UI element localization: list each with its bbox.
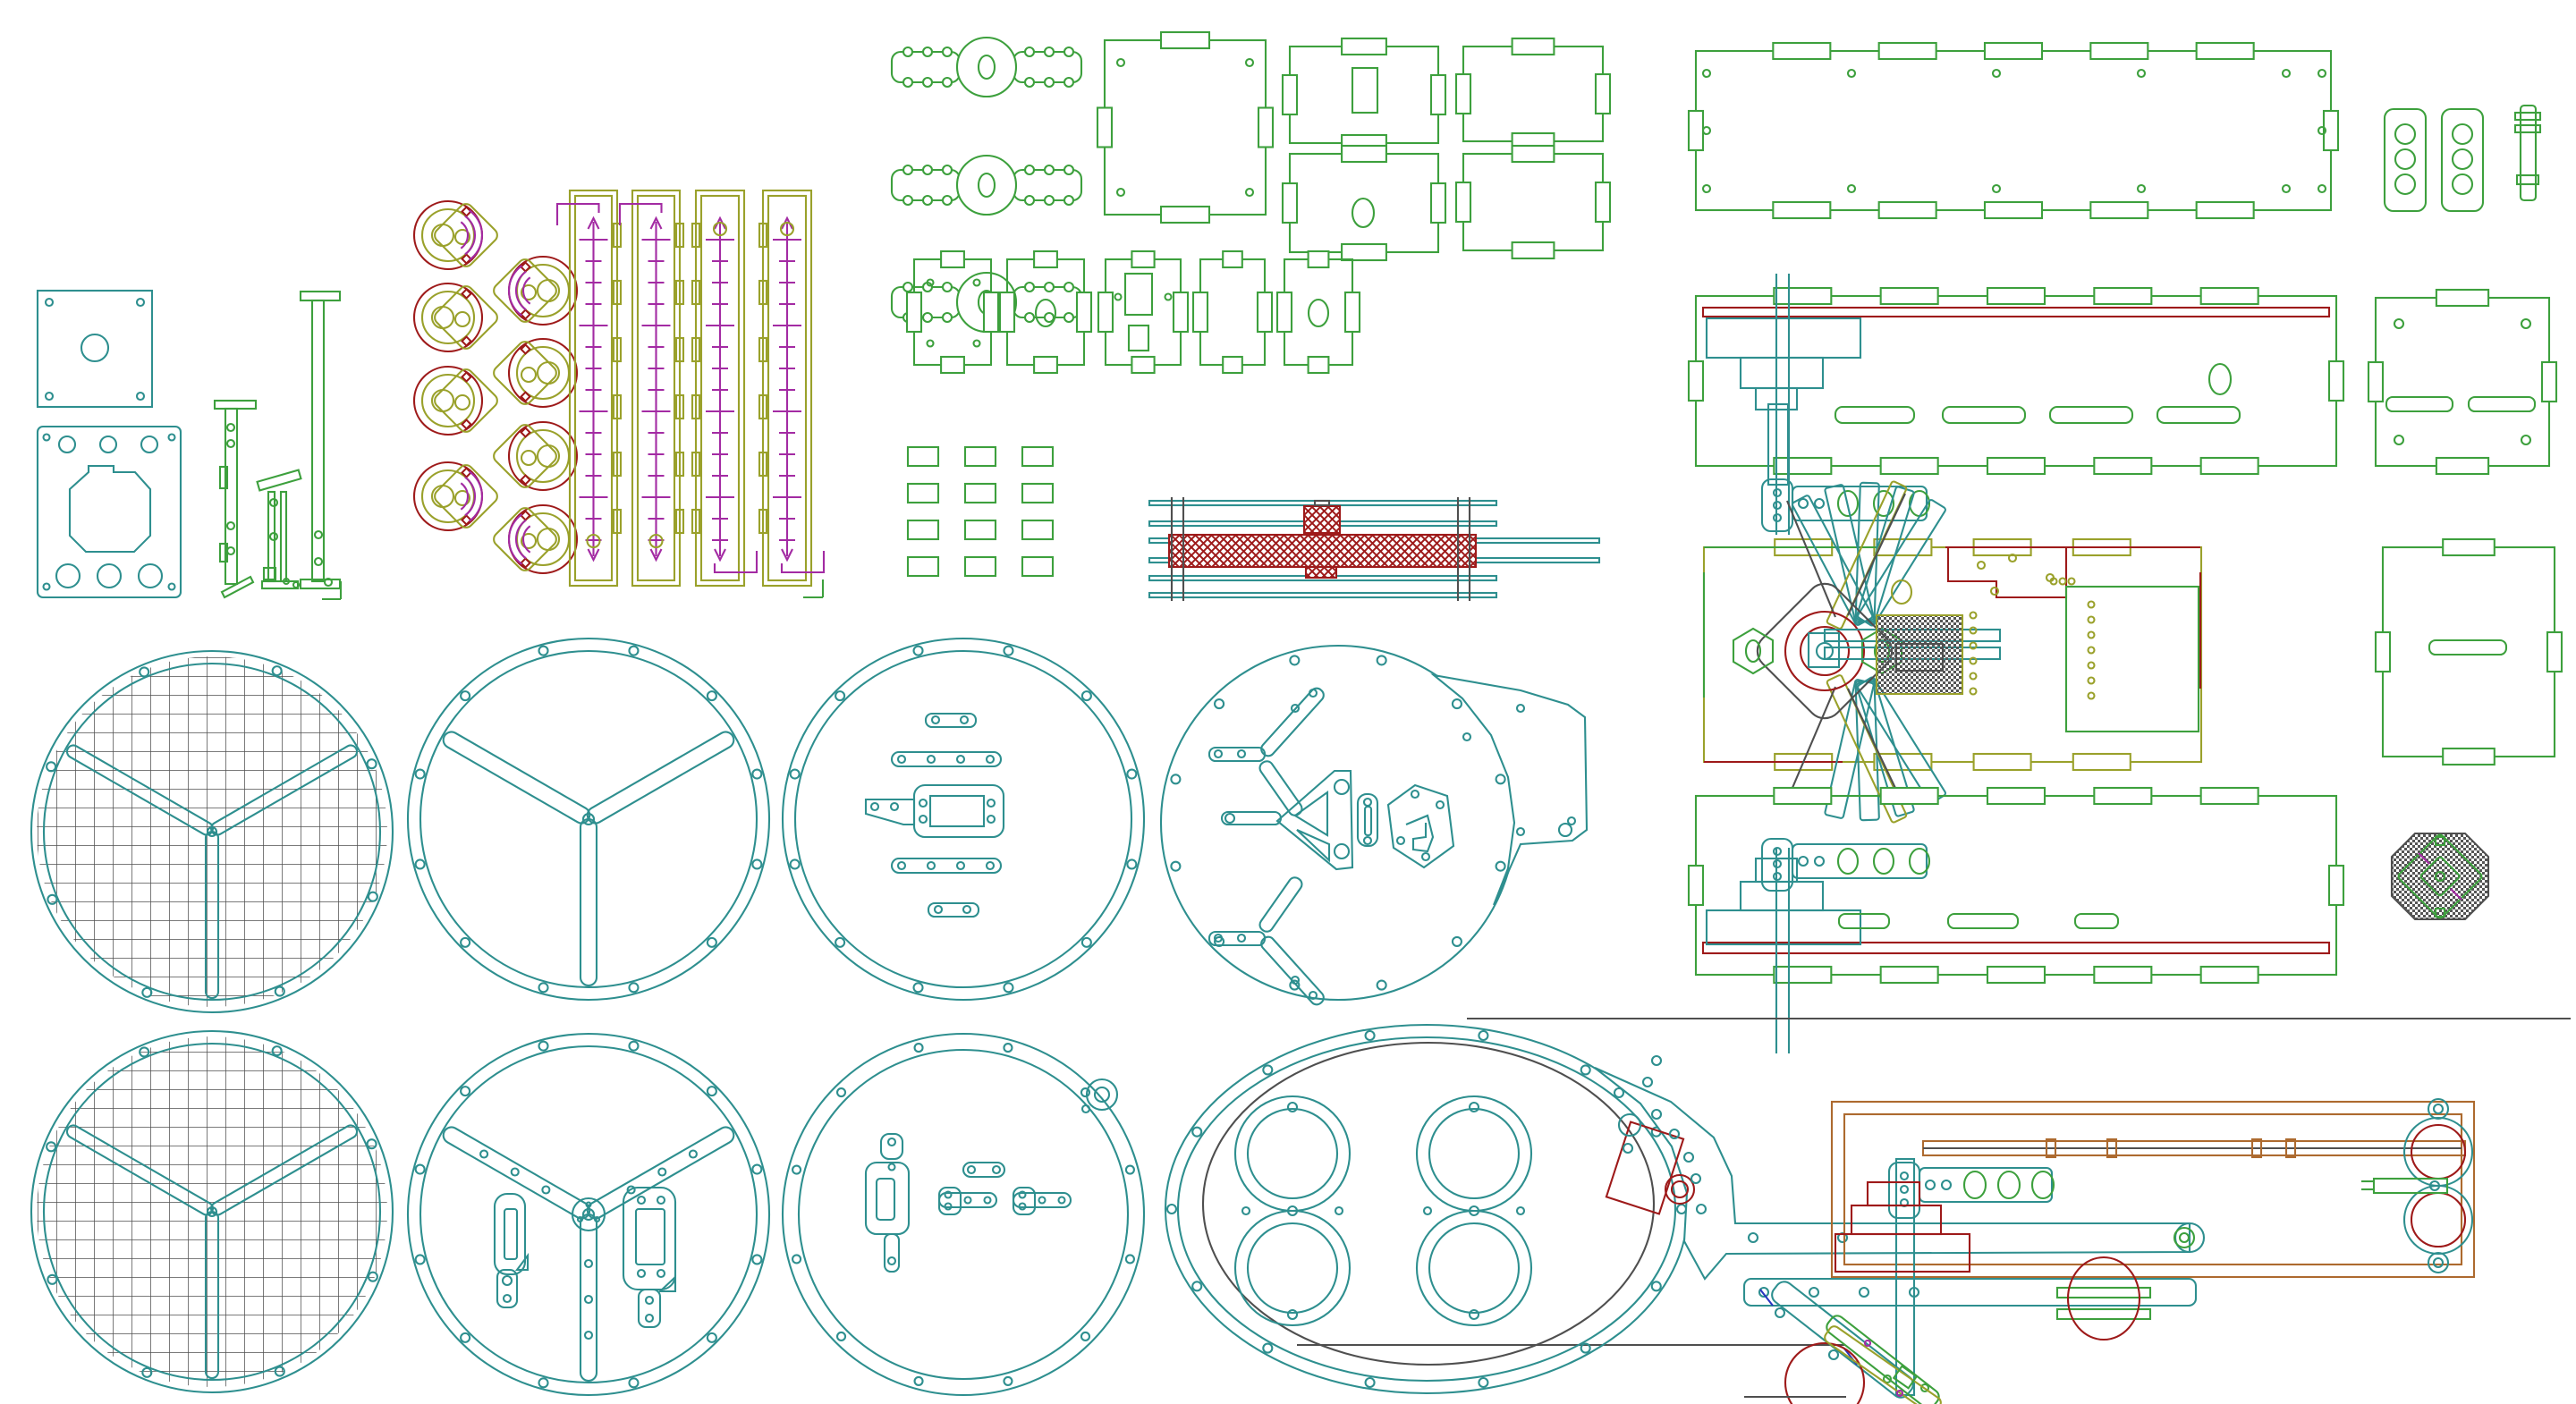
tm-large-plate <box>1096 30 1275 224</box>
slot-grid <box>906 445 1055 578</box>
disc-ring-links <box>781 1032 1146 1397</box>
disc-mesh-2 <box>30 1029 394 1394</box>
tm-plate-plain-1 <box>1454 37 1612 151</box>
tr-pin <box>2513 104 2542 202</box>
rack-strips <box>555 189 826 588</box>
mid-plate-square <box>2367 288 2558 476</box>
reg-mark-left <box>322 581 343 601</box>
rail-assembly <box>1148 497 1601 601</box>
disc-large-assembly <box>1164 1017 2571 1395</box>
disc-spoke-1 <box>406 637 771 1002</box>
tl-ported-plate <box>36 425 182 599</box>
camshaft-set <box>890 36 1083 334</box>
tm-bottom-plate-3 <box>1097 250 1190 375</box>
tm-bottom-plate-5 <box>1275 250 1361 375</box>
tl-strut-c <box>299 290 342 590</box>
tm-plate-oval-hole <box>1281 144 1447 262</box>
tr-plate-3hole-a <box>2383 107 2428 213</box>
tm-plate-rect-hole <box>1281 37 1447 153</box>
disc-spoke-2 <box>406 1032 771 1397</box>
tm-bottom-plate-4 <box>1191 250 1274 375</box>
disc-parts-1 <box>781 637 1146 1002</box>
linkage-assembly <box>1742 1256 2198 1404</box>
gear-cluster <box>412 199 579 575</box>
tl-strut-b <box>256 469 302 590</box>
tr-panel-top <box>1687 41 2340 220</box>
tl-square-plate <box>36 289 154 409</box>
mech-assembly <box>1702 480 2203 824</box>
tm-plate-plain-2 <box>1454 144 1612 260</box>
tl-strut-a <box>213 399 258 599</box>
mid-panel-b <box>1687 786 2345 1053</box>
tr-plate-3hole-b <box>2440 107 2485 213</box>
disc-mesh-1 <box>30 649 394 1014</box>
reg-mark-racks <box>803 579 825 599</box>
mid-panel-a <box>1687 274 2345 535</box>
knob-hatched <box>2390 832 2490 921</box>
disc-flanged <box>1159 644 1589 1006</box>
plate-slotted-right <box>2374 537 2563 766</box>
part-figure8 <box>2361 1097 2474 1274</box>
tm-bottom-plate-1 <box>905 250 1000 375</box>
tm-bottom-plate-2 <box>998 250 1093 375</box>
